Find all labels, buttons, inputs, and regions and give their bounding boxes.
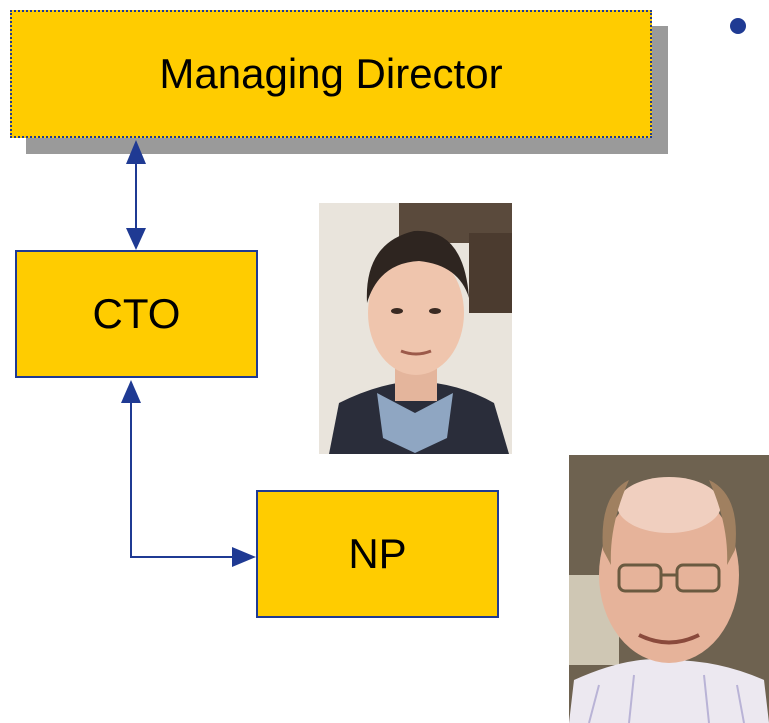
- cto-np-connector: [121, 380, 256, 567]
- arrowhead-up-icon: [126, 140, 146, 164]
- np-label: NP: [348, 530, 407, 577]
- bullet-point-icon: [730, 18, 746, 34]
- cto-label: CTO: [92, 290, 181, 337]
- managing-director-box: Managing Director: [10, 10, 652, 138]
- md-cto-connector: [126, 140, 146, 250]
- np-box: NP: [256, 490, 499, 618]
- cto-box: CTO: [15, 250, 258, 378]
- portrait-photo-1: [319, 203, 512, 454]
- arrowhead-down-icon: [126, 228, 146, 250]
- portrait-photo-man-glasses-icon: [569, 455, 769, 723]
- arrowhead-right-icon: [232, 547, 256, 567]
- portrait-photo-2: [569, 455, 769, 723]
- portrait-photo-man-dark-hair-icon: [319, 203, 512, 454]
- managing-director-label: Managing Director: [159, 50, 503, 97]
- arrowhead-up-icon: [121, 380, 141, 403]
